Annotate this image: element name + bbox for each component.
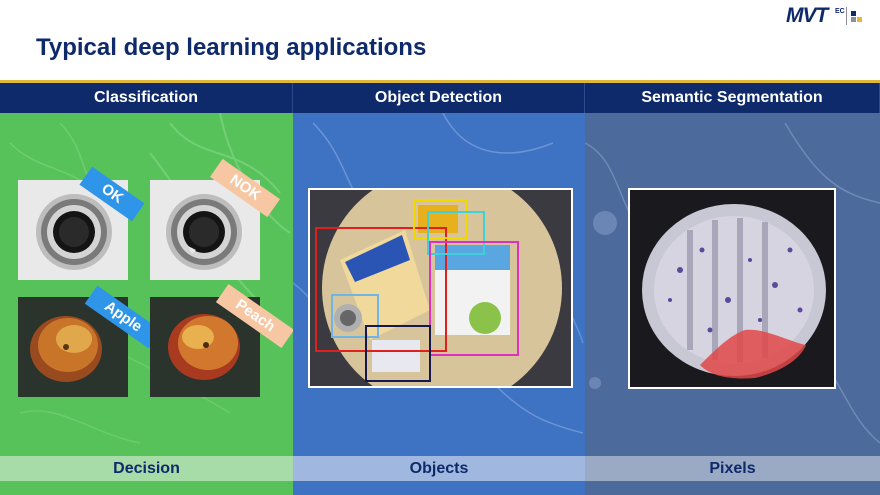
semantic-segmentation-column: Semantic Segmentation Pixels — [585, 83, 880, 495]
column-header: Semantic Segmentation — [585, 83, 880, 113]
title-rule — [0, 80, 880, 83]
detection-scene-image — [308, 168, 573, 408]
background-texture — [9, 112, 291, 444]
mvtec-logo: MVT EC — [786, 5, 866, 29]
bottle-ok-image — [18, 180, 128, 280]
segmentation-tablet-image — [628, 188, 836, 389]
logo-brand: MVT — [786, 4, 828, 27]
logo-separator — [846, 7, 847, 25]
logo-suffix: EC — [835, 8, 845, 15]
column-header: Object Detection — [293, 83, 585, 113]
classification-column: Classification OK NOK Apple — [0, 83, 293, 495]
object-detection-column: Object Detection Ob — [293, 83, 585, 495]
slide-title: Typical deep learning applications — [36, 34, 427, 61]
column-footer: Pixels — [585, 456, 880, 481]
column-footer: Objects — [293, 456, 585, 481]
logo-square — [857, 17, 862, 22]
column-footer: Decision — [0, 456, 293, 481]
column-header: Classification — [0, 83, 293, 113]
peach-image — [150, 297, 260, 397]
logo-square — [851, 17, 856, 22]
logo-square — [851, 11, 856, 16]
